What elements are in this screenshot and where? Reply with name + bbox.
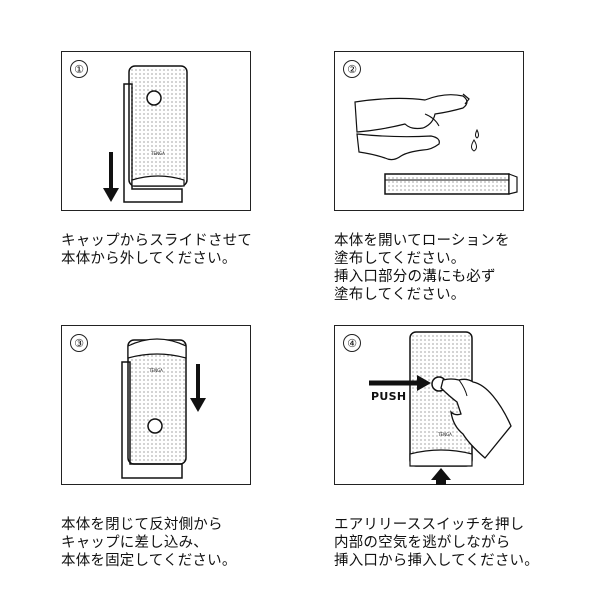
step-2-illustration — [354, 93, 518, 195]
step-3-panel: TENGA ③ — [61, 325, 251, 485]
step-3-caption: 本体を閉じて反対側から キャップに差し込み、 本体を固定してください。 — [61, 517, 237, 569]
step-1-caption: キャップからスライドさせて 本体から外してください。 — [61, 233, 253, 267]
device-logo-1: TENGA — [150, 151, 165, 156]
device-logo-3: TENGA — [148, 368, 163, 373]
step-number: ③ — [70, 334, 88, 352]
device-logo-4: TENGA — [437, 432, 452, 437]
step-4-illustration: TENGA — [369, 331, 512, 485]
step-3-illustration: TENGA — [121, 338, 206, 479]
step-4-panel: TENGA ④ PUSH — [334, 325, 524, 485]
step-number: ② — [343, 60, 361, 78]
step-1-illustration: TENGA — [103, 65, 188, 203]
step-4-caption: エアリリーススイッチを押し 内部の空気を逃がしながら 挿入口から挿入してください… — [334, 517, 539, 569]
step-1-panel: TENGA ① — [61, 51, 251, 211]
step-number: ① — [70, 60, 88, 78]
step-2-panel: ② — [334, 51, 524, 211]
step-number: ④ — [343, 334, 361, 352]
step-2-caption: 本体を開いてローションを 塗布してください。 挿入口部分の溝にも必ず 塗布してく… — [334, 233, 510, 303]
push-label: PUSH — [371, 390, 407, 403]
